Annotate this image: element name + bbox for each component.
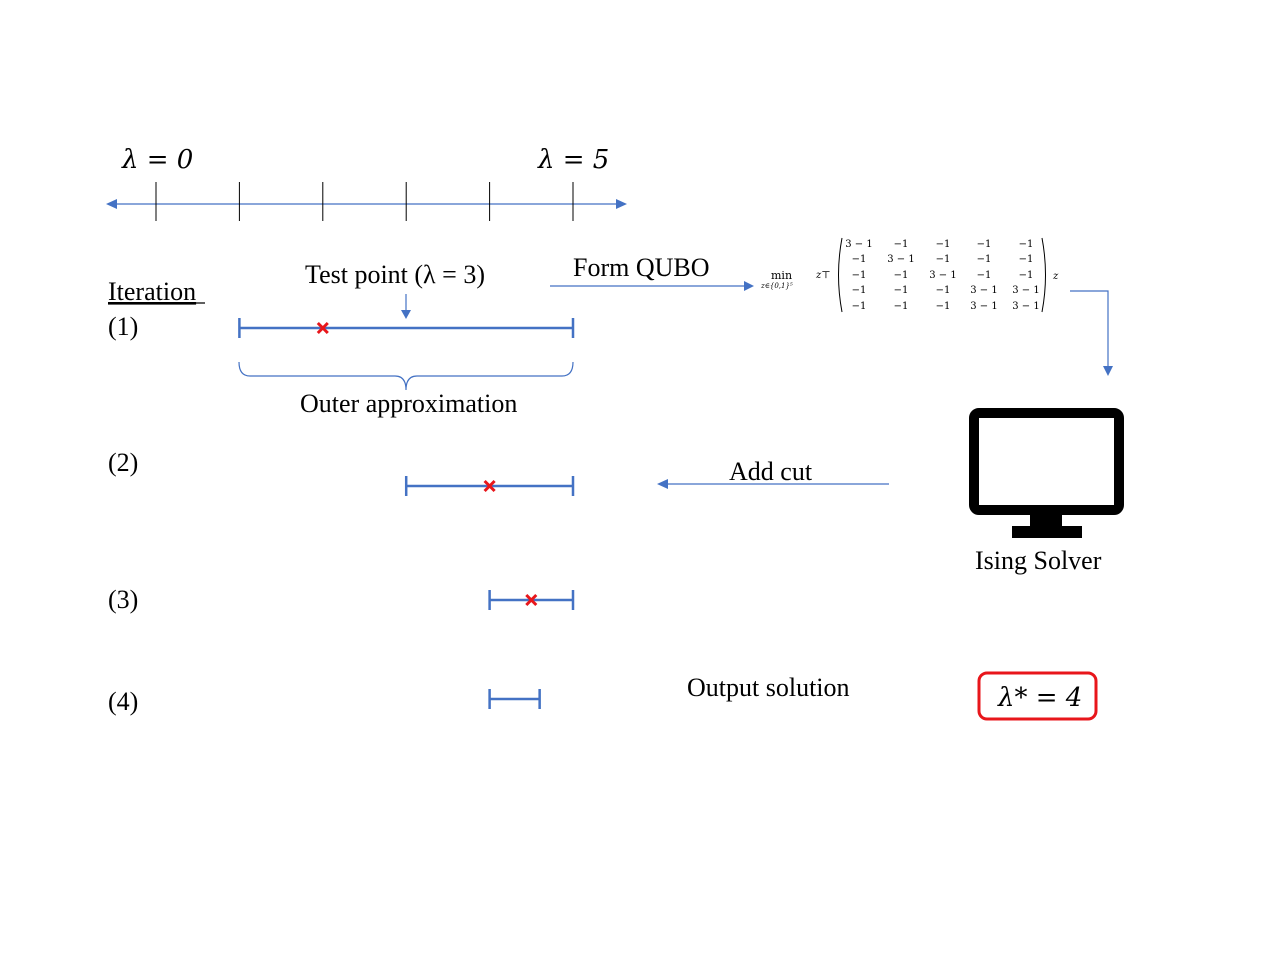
matrix-entry: 3 − 1 — [1012, 301, 1039, 312]
matrix-left-paren — [838, 237, 843, 313]
iteration-intervals — [238, 318, 575, 709]
matrix-entry: −1 — [936, 285, 951, 296]
right-arrowhead — [616, 199, 627, 209]
lambda-number-line — [106, 182, 627, 221]
test-point-label: Test point (λ = 3) — [305, 260, 485, 289]
matrix-entry: 3 − 1 — [1012, 285, 1039, 296]
matrix-entry: −1 — [894, 270, 909, 281]
qubo-z: z — [1052, 271, 1059, 282]
iteration-label-1: (1) — [108, 312, 138, 341]
matrix-entry: −1 — [977, 270, 992, 281]
matrix-entry: −1 — [894, 285, 909, 296]
result-box — [977, 671, 1098, 721]
qubo-formula: min z∈{0,1}⁵ z⊤ 3 − 1 −1 −1 −1 −1 −1 3 − 1 −1 −1… — [760, 237, 1059, 313]
monitor-icon — [969, 408, 1124, 538]
qubo-to-solver-arrowhead — [1103, 366, 1113, 376]
outer-approximation-label: Outer approximation — [300, 389, 517, 418]
matrix-entry: 3 − 1 — [929, 270, 956, 281]
test-point-arrowhead — [401, 310, 411, 319]
matrix-entry: −1 — [1019, 239, 1034, 250]
iteration-label-4: (4) — [108, 687, 138, 716]
matrix-entry: −1 — [936, 254, 951, 265]
matrix-entry: −1 — [1019, 254, 1034, 265]
iteration-header: Iteration — [108, 277, 196, 306]
iteration-label-2: (2) — [108, 448, 138, 477]
result-label: λ* = 4 — [997, 683, 1082, 713]
axis-end-label: λ = 5 — [537, 145, 609, 175]
matrix-right-paren — [1041, 237, 1046, 313]
test-point-marker — [525, 593, 538, 607]
matrix-entry: −1 — [852, 254, 867, 265]
matrix-entry: 3 − 1 — [887, 254, 914, 265]
matrix-entry: −1 — [1019, 270, 1034, 281]
iteration-interval-2 — [404, 476, 575, 496]
test-point-marker — [316, 321, 329, 335]
test-point-marker — [483, 479, 496, 493]
iteration-interval-4 — [488, 689, 541, 709]
iteration-interval-3 — [488, 590, 575, 610]
matrix-entry: −1 — [936, 239, 951, 250]
matrix-entry: 3 − 1 — [845, 239, 872, 250]
matrix-entry: −1 — [977, 239, 992, 250]
matrix-entry: −1 — [852, 285, 867, 296]
matrix-entry: −1 — [936, 301, 951, 312]
output-solution-label: Output solution — [687, 673, 850, 702]
axis-start-label: λ = 0 — [121, 145, 193, 175]
outer-approximation-brace — [238, 361, 574, 391]
left-arrowhead — [106, 199, 117, 209]
matrix-entry: −1 — [852, 270, 867, 281]
qubo-z-transpose: z⊤ — [815, 270, 831, 281]
matrix-entry: −1 — [852, 301, 867, 312]
matrix-entry: 3 − 1 — [970, 285, 997, 296]
number-line-ticks — [155, 182, 574, 221]
ising-solver-label: Ising Solver — [975, 546, 1102, 575]
iteration-label-3: (3) — [108, 585, 138, 614]
qubo-min-label: min — [771, 269, 792, 282]
matrix-entry: −1 — [894, 301, 909, 312]
qubo-to-solver-arrow — [1070, 290, 1109, 368]
matrix-entry: −1 — [894, 239, 909, 250]
matrix-entry: 3 − 1 — [970, 301, 997, 312]
iteration-interval-1 — [238, 318, 575, 338]
add-cut-label: Add cut — [729, 457, 813, 486]
matrix-entry: −1 — [977, 254, 992, 265]
form-qubo-label: Form QUBO — [573, 253, 710, 282]
add-cut-arrowhead — [657, 479, 668, 489]
qubo-min-subscript: z∈{0,1}⁵ — [760, 282, 793, 290]
qubo-matrix: 3 − 1 −1 −1 −1 −1 −1 3 − 1 −1 −1 −1 −1 −1 3 − 1 −1 −1 −… — [845, 239, 1039, 312]
